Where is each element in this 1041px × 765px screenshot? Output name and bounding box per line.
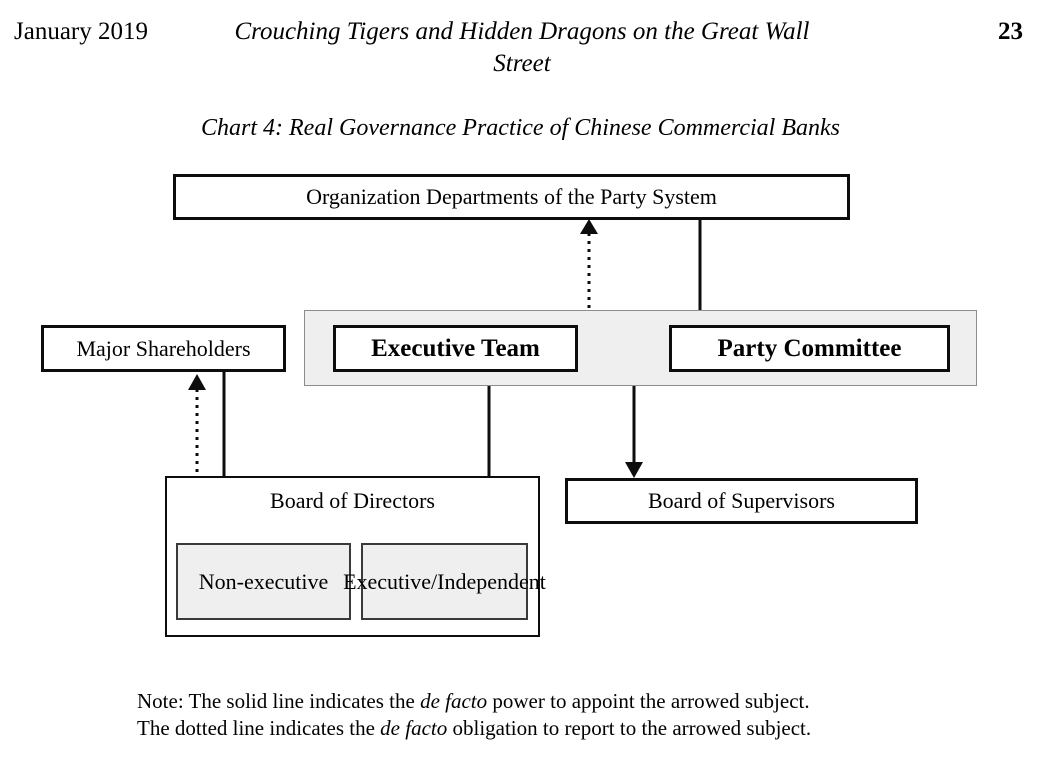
node-organization-departments-of-the-party-system: Organization Departments of the Party Sy…	[173, 174, 850, 220]
note-line-1-after: power to appoint the arrowed subject.	[487, 689, 810, 713]
node-executive-team: Executive Team	[333, 325, 578, 372]
node-executive-independent-directors: Executive/Independent	[343, 543, 546, 620]
note-line-2-after: obligation to report to the arrowed subj…	[447, 716, 812, 740]
diagram-note: Note: The solid line indicates the de fa…	[137, 688, 937, 742]
node-board-of-supervisors: Board of Supervisors	[565, 478, 918, 524]
header-date: January 2019	[14, 18, 148, 45]
note-line-2-before: The dotted line indicates the	[137, 716, 381, 740]
page-header: January 2019 Crouching Tigers and Hidden…	[0, 16, 1041, 86]
note-line-2-italic: de facto	[380, 716, 448, 740]
header-running-title: Crouching Tigers and Hidden Dragons on t…	[234, 18, 810, 77]
note-line-1-before: Note: The solid line indicates the	[137, 689, 421, 713]
note-line-1: Note: The solid line indicates the de fa…	[137, 688, 937, 715]
note-line-1-italic: de facto	[420, 689, 488, 713]
node-party-committee: Party Committee	[669, 325, 950, 372]
board-of-directors-label: Board of Directors	[270, 488, 435, 513]
node-non-executive-directors: Non-executive	[176, 543, 351, 620]
node-major-shareholders: Major Shareholders	[41, 325, 286, 372]
chart-caption: Chart 4: Real Governance Practice of Chi…	[201, 115, 840, 141]
note-line-2: The dotted line indicates the de facto o…	[137, 715, 937, 742]
page-number: 23	[998, 18, 1023, 45]
